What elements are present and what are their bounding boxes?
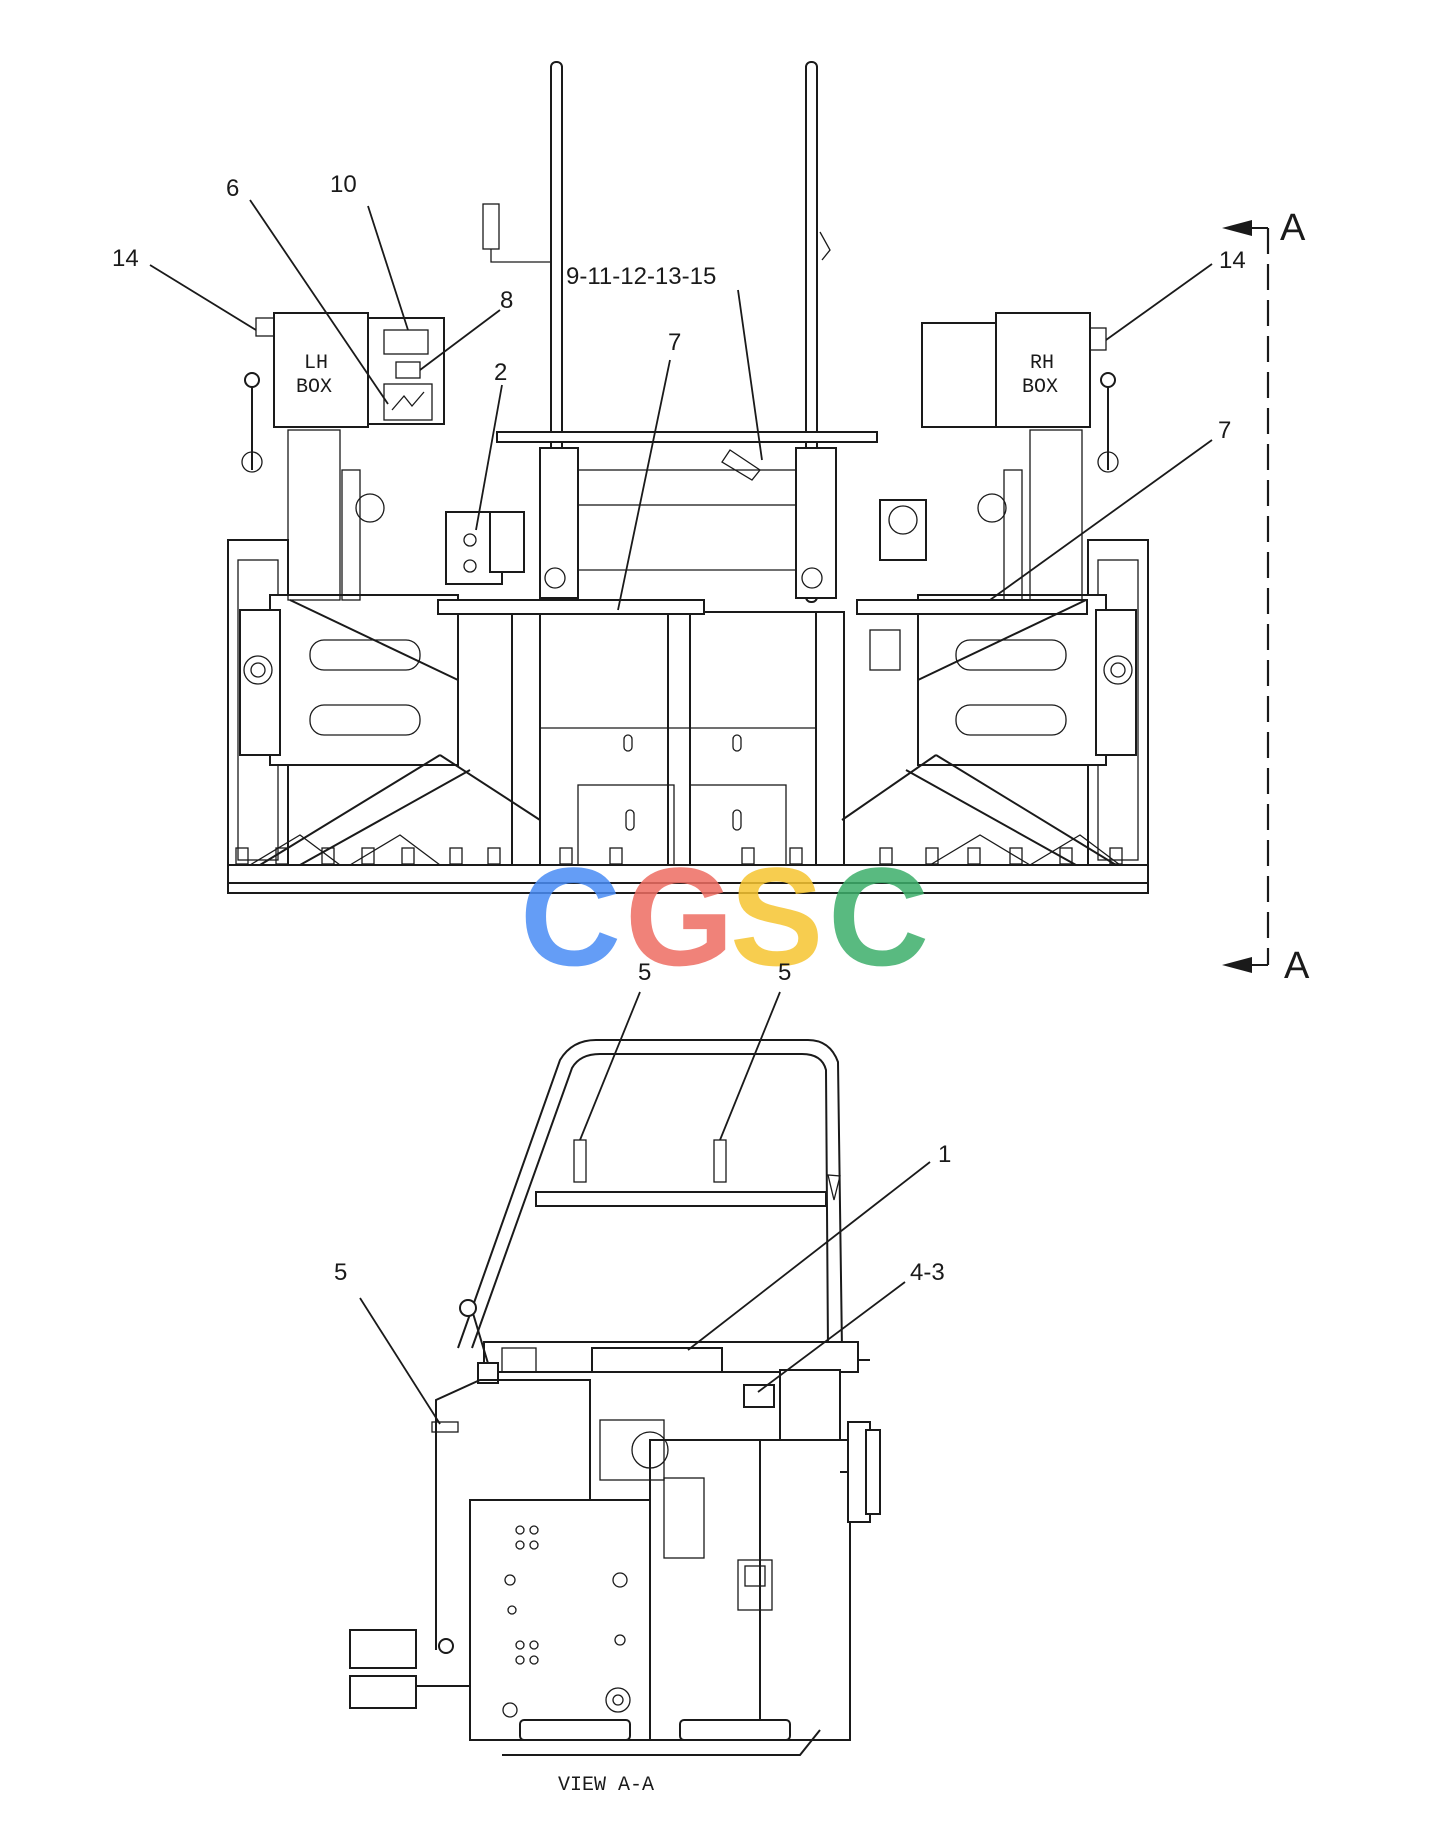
leader-2 <box>475 384 503 531</box>
roll-bar-outer <box>457 1039 843 1351</box>
callout-8: 8 <box>500 287 513 314</box>
cgsc-watermark: C G S C <box>520 838 929 995</box>
front-view-drawing <box>227 61 1149 894</box>
left-extension-box <box>269 594 459 766</box>
leader-7-right <box>989 439 1213 601</box>
callout-5-c: 5 <box>334 1259 347 1286</box>
callout-labels: 14 6 10 8 2 7 9-11-12-13-15 14 7 5 5 1 4… <box>112 171 1246 1286</box>
callout-9-11-12-13-15: 9-11-12-13-15 <box>566 263 716 290</box>
watermark-letter-c1: C <box>520 838 621 995</box>
side-view-drawing <box>349 1039 881 1756</box>
section-mark-bottom: A <box>1284 945 1310 987</box>
box-labels: LH BOX RH BOX <box>296 352 1058 399</box>
watermark-letter-s: S <box>730 838 823 995</box>
leader-5-a <box>579 991 641 1141</box>
right-extension-box <box>917 594 1107 766</box>
upper-crossbar <box>496 431 878 443</box>
walkway-plate <box>437 599 705 615</box>
leader-9-15 <box>737 289 763 461</box>
rh-box-label-line1: RH <box>1030 352 1054 375</box>
section-line-a-a <box>1222 220 1270 973</box>
left-bottom-box-upper <box>349 1629 417 1669</box>
leader-5-b <box>719 991 781 1141</box>
lh-control-panel <box>367 317 445 425</box>
callout-1: 1 <box>938 1141 951 1168</box>
lh-box-label-line2: BOX <box>296 376 332 399</box>
callout-5-a: 5 <box>638 959 651 986</box>
callout-4-3: 4-3 <box>910 1259 945 1286</box>
watermark-letter-g: G <box>625 838 734 995</box>
rh-side-panel <box>921 322 997 428</box>
leader-lines <box>149 199 1213 1425</box>
lh-box-label-line1: LH <box>304 352 328 375</box>
callout-14-left: 14 <box>112 245 139 272</box>
roll-bar-crossbar <box>535 1191 827 1207</box>
leader-10 <box>367 205 409 331</box>
leader-8 <box>419 309 501 371</box>
leader-4-3 <box>757 1281 906 1393</box>
callout-14-right: 14 <box>1219 247 1246 274</box>
leader-14-right <box>1105 263 1213 341</box>
side-body-panel <box>469 1499 651 1741</box>
callout-6: 6 <box>226 175 239 202</box>
side-body-right <box>649 1439 781 1741</box>
leader-14-left <box>149 264 257 331</box>
leader-5-c <box>359 1297 441 1425</box>
callout-7-right: 7 <box>1218 417 1231 444</box>
callout-10: 10 <box>330 171 357 198</box>
panel-1 <box>591 1347 723 1373</box>
rh-box <box>995 312 1091 428</box>
callout-7-left: 7 <box>668 329 681 356</box>
view-caption: VIEW A-A <box>558 1774 654 1797</box>
leader-7-left <box>617 359 671 611</box>
crank-handle <box>482 203 500 250</box>
roll-bar-inner <box>471 1053 829 1351</box>
lh-box <box>273 312 369 428</box>
left-bottom-box-lower <box>349 1675 417 1709</box>
item-4-3 <box>743 1384 775 1408</box>
callout-5-b: 5 <box>778 959 791 986</box>
rh-box-label-line2: BOX <box>1022 376 1058 399</box>
leader-1 <box>687 1161 931 1351</box>
callout-2: 2 <box>494 359 507 386</box>
leader-6 <box>249 199 389 405</box>
section-mark-top: A <box>1280 207 1306 249</box>
watermark-letter-c2: C <box>828 838 929 995</box>
